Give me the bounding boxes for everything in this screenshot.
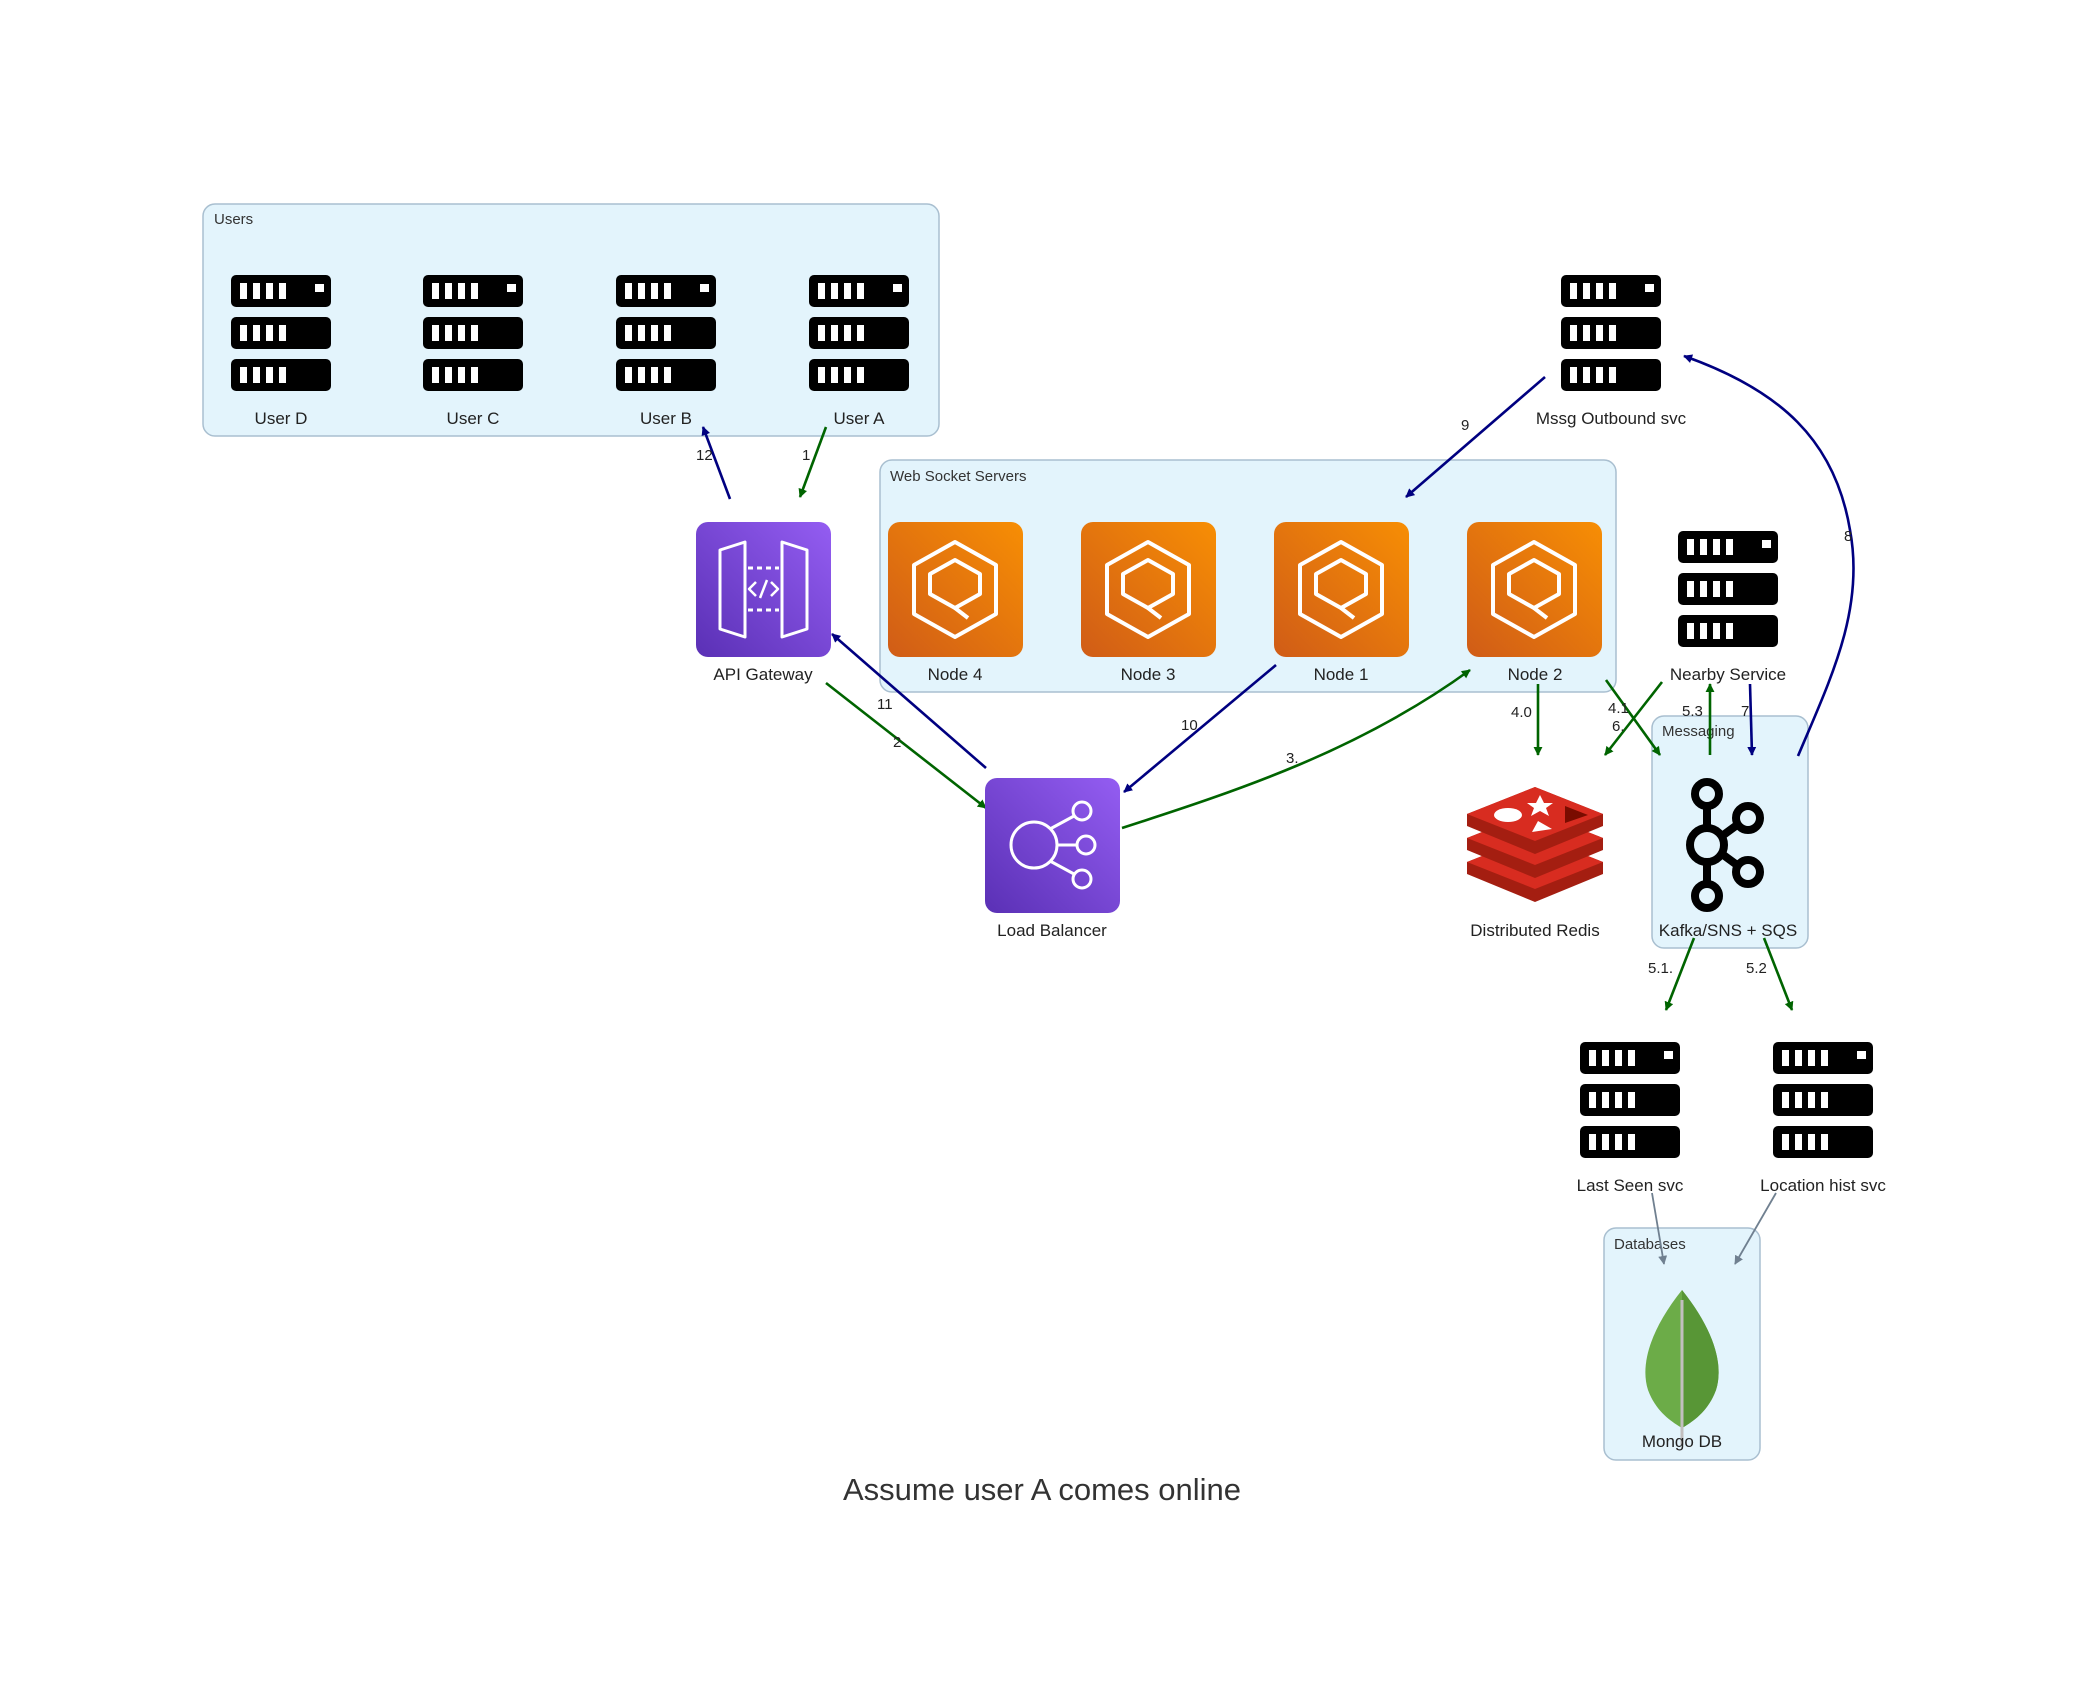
cluster-websocket-servers: Web Socket Servers xyxy=(879,459,1617,693)
node-label-last-seen: Last Seen svc xyxy=(1577,1176,1684,1195)
cluster-databases-label: Databases xyxy=(1614,1236,1686,1253)
load-balancer-icon xyxy=(1009,800,1097,890)
node-label-user-c: User C xyxy=(447,409,500,428)
node-label-node-4: Node 4 xyxy=(928,665,983,684)
node-label-node-3: Node 3 xyxy=(1121,665,1176,684)
edge-label-12: 12 xyxy=(696,447,713,464)
node-kafka-sns-sqs: Kafka/SNS + SQS xyxy=(1659,778,1797,940)
edge-2 xyxy=(825,681,987,810)
edge-label-8: 8 xyxy=(1844,528,1852,545)
server-icon xyxy=(231,275,331,391)
container-icon xyxy=(886,520,1025,659)
redis-icon xyxy=(1467,787,1603,902)
node-user-a: User A xyxy=(809,275,909,428)
container-icon xyxy=(1079,520,1218,659)
node-label-mongo-db: Mongo DB xyxy=(1642,1432,1722,1451)
node-load-balancer: Load Balancer xyxy=(985,778,1120,940)
edge-lochist-mongo xyxy=(1734,1192,1777,1265)
edge-label-3: 3. xyxy=(1286,750,1299,767)
node-mongo-db: Mongo DB xyxy=(1642,1290,1722,1451)
edge-8 xyxy=(1683,354,1855,757)
node-location-hist-svc: Location hist svc xyxy=(1760,1042,1886,1195)
edge-5-1 xyxy=(1664,937,1696,1011)
node-last-seen-svc: Last Seen svc xyxy=(1577,1042,1684,1195)
edge-9 xyxy=(1405,376,1546,498)
node-mssg-outbound-svc: Mssg Outbound svc xyxy=(1536,275,1687,428)
node-label-user-b: User B xyxy=(640,409,692,428)
node-label-location-hist: Location hist svc xyxy=(1760,1176,1886,1195)
server-icon xyxy=(1580,1042,1680,1158)
node-ws-node-1: Node 1 xyxy=(1272,520,1411,684)
edge-1 xyxy=(798,426,828,498)
edge-label-5-2: 5.2 xyxy=(1746,960,1767,977)
node-ws-node-3: Node 3 xyxy=(1079,520,1218,684)
edge-10 xyxy=(1123,664,1277,793)
edge-3 xyxy=(1121,668,1471,830)
edge-label-4-1: 4.1 xyxy=(1608,700,1629,717)
api-gateway-icon xyxy=(718,540,809,639)
server-icon xyxy=(423,275,523,391)
diagram-title: Assume user A comes online xyxy=(843,1472,1241,1507)
node-label-user-a: User A xyxy=(833,409,885,428)
node-label-nearby-service: Nearby Service xyxy=(1670,665,1786,684)
edge-label-4-0: 4.0 xyxy=(1511,704,1532,721)
node-label-user-d: User D xyxy=(255,409,308,428)
edge-label-5-1: 5.1. xyxy=(1648,960,1673,977)
cluster-messaging-label: Messaging xyxy=(1662,723,1735,740)
node-nearby-service: Nearby Service xyxy=(1670,531,1786,684)
server-icon xyxy=(1678,531,1778,647)
edge-11 xyxy=(831,633,987,769)
server-icon xyxy=(1561,275,1661,391)
edge-6 xyxy=(1603,681,1664,756)
server-icon xyxy=(809,275,909,391)
node-user-d: User D xyxy=(231,275,331,428)
edge-7 xyxy=(1747,683,1757,756)
edge-label-2: 2 xyxy=(893,734,901,751)
edge-label-11: 11 xyxy=(877,696,893,713)
node-ws-node-2: Node 2 xyxy=(1465,520,1604,684)
node-label-mssg-outbound: Mssg Outbound svc xyxy=(1536,409,1687,428)
server-icon xyxy=(616,275,716,391)
edge-5-2 xyxy=(1762,937,1794,1011)
cluster-users: Users xyxy=(202,203,940,437)
edge-label-10: 10 xyxy=(1181,717,1198,734)
node-label-node-2: Node 2 xyxy=(1508,665,1563,684)
node-user-c: User C xyxy=(423,275,523,428)
cluster-users-label: Users xyxy=(214,211,253,228)
edge-label-7: 7 xyxy=(1741,703,1749,720)
node-api-gateway: API Gateway xyxy=(696,522,831,684)
node-user-b: User B xyxy=(616,275,716,428)
edge-label-1: 1 xyxy=(802,447,810,464)
cluster-websocket-label: Web Socket Servers xyxy=(890,468,1026,485)
container-icon xyxy=(1465,520,1604,659)
node-label-load-balancer: Load Balancer xyxy=(997,921,1107,940)
node-distributed-redis: Distributed Redis xyxy=(1467,787,1603,940)
edge-12 xyxy=(701,426,732,500)
edge-label-6: 6. xyxy=(1612,718,1625,735)
edge-label-9: 9 xyxy=(1461,417,1469,434)
server-icon xyxy=(1773,1042,1873,1158)
node-label-node-1: Node 1 xyxy=(1314,665,1369,684)
edge-label-5-3: 5.3 xyxy=(1682,703,1703,720)
node-ws-node-4: Node 4 xyxy=(886,520,1025,684)
mongodb-leaf-icon xyxy=(1645,1290,1719,1445)
container-icon xyxy=(1272,520,1411,659)
kafka-icon xyxy=(1686,778,1764,912)
edge-lastseen-mongo xyxy=(1651,1192,1668,1265)
node-label-kafka: Kafka/SNS + SQS xyxy=(1659,921,1797,940)
node-label-api-gateway: API Gateway xyxy=(713,665,813,684)
node-label-distributed-redis: Distributed Redis xyxy=(1470,921,1599,940)
